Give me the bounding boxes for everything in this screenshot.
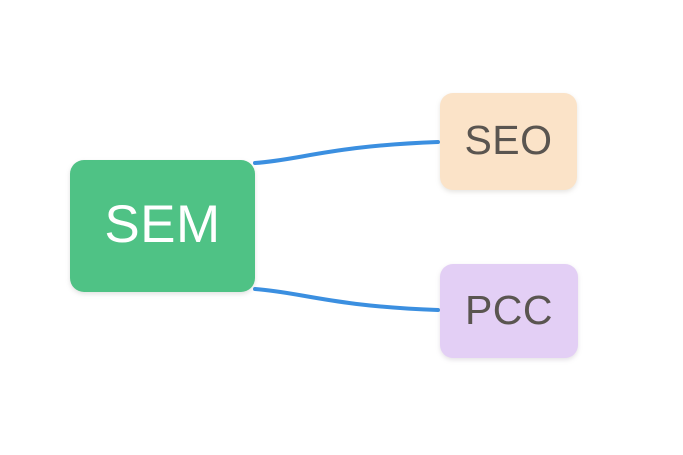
node-sem[interactable]: SEM — [70, 160, 255, 292]
node-pcc[interactable]: PCC — [440, 264, 578, 358]
node-seo-label: SEO — [464, 117, 553, 163]
node-sem-label: SEM — [104, 195, 221, 254]
connector-sem-to-seo — [253, 140, 440, 165]
node-seo[interactable]: SEO — [440, 93, 577, 190]
node-pcc-label: PCC — [464, 286, 554, 333]
connector-sem-to-pcc — [253, 287, 440, 312]
